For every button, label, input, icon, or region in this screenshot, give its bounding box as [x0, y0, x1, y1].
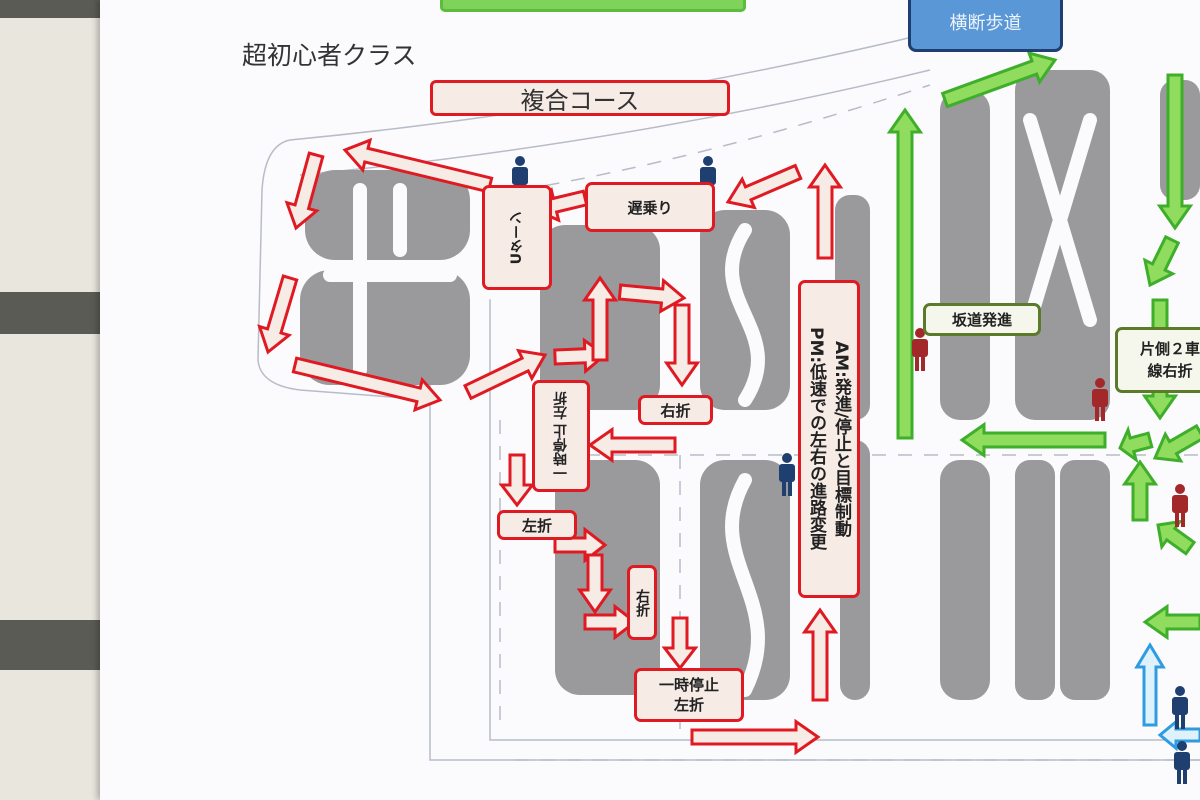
- pedestrian-icon: [1172, 484, 1188, 527]
- route-arrow: [1134, 642, 1166, 727]
- route-arrow: [661, 616, 699, 671]
- label-right-turn-1: 右折: [638, 395, 713, 425]
- label-hill-start: 坂道発進: [923, 303, 1041, 336]
- road-dash: [499, 84, 1200, 761]
- obstacle-block: [300, 270, 470, 385]
- route-arrow: [663, 303, 701, 388]
- pedestrian-icon: [779, 453, 795, 496]
- label-two-lane-right: 片側２車 線右折: [1115, 327, 1200, 393]
- obstacle-block: [305, 170, 470, 260]
- road-edge-inner: [489, 299, 1200, 741]
- route-arrow: [1142, 603, 1200, 641]
- route-arrow: [1121, 459, 1159, 522]
- label-two-lane-line1: 片側２車: [1139, 340, 1200, 358]
- pedestrian-icon: [1174, 741, 1190, 784]
- label-slow-ride: 遅乗り: [585, 182, 715, 232]
- route-arrow: [587, 426, 677, 464]
- route-arrow: [725, 163, 803, 210]
- label-u-turn: Uターン: [482, 185, 552, 290]
- route-arrow: [940, 50, 1058, 109]
- route-arrow: [617, 277, 687, 315]
- route-arrow: [257, 274, 299, 355]
- course-lane-cutout: [1023, 113, 1097, 327]
- top-cut-label: [440, 0, 746, 12]
- course-title: 複合コース: [430, 80, 730, 116]
- road-left-loop: [257, 139, 431, 401]
- label-stop-left-rotated: 一時停止 左折: [532, 380, 590, 492]
- course-lane-cutout: [725, 223, 765, 407]
- label-stop-left-line2: 左折: [673, 696, 704, 714]
- label-stop-left-line1: 一時停止: [658, 676, 719, 694]
- route-arrow: [583, 603, 638, 641]
- label-stop-left-rotated-text: 一時停止 左折: [553, 391, 569, 481]
- background-wall: [0, 0, 100, 800]
- label-am-line: AM:発進/停止と目標制動: [831, 340, 851, 538]
- obstacle-block: [940, 90, 990, 420]
- route-arrow: [291, 356, 443, 413]
- route-arrow: [576, 553, 614, 615]
- label-left-turn: 左折: [497, 510, 577, 540]
- route-arrow: [284, 151, 325, 231]
- label-u-turn-text: Uターン: [509, 210, 525, 265]
- label-crosswalk: 横断歩道: [908, 0, 1063, 52]
- course-lane-cutout: [725, 473, 765, 697]
- route-arrow: [690, 718, 821, 756]
- route-arrow: [342, 137, 494, 194]
- route-arrow: [801, 607, 839, 702]
- class-title: 超初心者クラス: [242, 41, 417, 70]
- pedestrian-icon: [1092, 378, 1108, 421]
- route-arrow: [806, 162, 844, 260]
- route-arrow: [1118, 425, 1154, 464]
- label-pm-line: PM:低速での左右の進路変更: [806, 327, 826, 551]
- obstacle-block: [1060, 460, 1110, 700]
- route-arrow: [581, 275, 619, 362]
- label-right-turn-2: 右折: [627, 565, 657, 640]
- pedestrian-icon: [912, 328, 928, 371]
- label-stop-left: 一時停止 左折: [634, 668, 744, 722]
- route-arrow: [959, 421, 1107, 459]
- route-arrow: [498, 453, 536, 508]
- label-am-pm: AM:発進/停止と目標制動 PM:低速での左右の進路変更: [798, 280, 860, 598]
- obstacle-block: [1015, 460, 1055, 700]
- route-arrow: [1152, 423, 1200, 463]
- route-arrow: [462, 348, 548, 401]
- route-arrow: [1156, 519, 1197, 556]
- course-lane-cutout: [323, 183, 457, 377]
- label-two-lane-line2: 線右折: [1147, 362, 1193, 380]
- route-arrow: [1156, 73, 1194, 231]
- route-arrow: [1142, 234, 1181, 288]
- obstacle-block: [940, 460, 990, 700]
- pedestrian-icon: [1172, 686, 1188, 729]
- label-crosswalk-text: 横断歩道: [949, 13, 1022, 34]
- route-arrow: [886, 107, 924, 440]
- label-right-turn-2-text: 右折: [634, 588, 650, 617]
